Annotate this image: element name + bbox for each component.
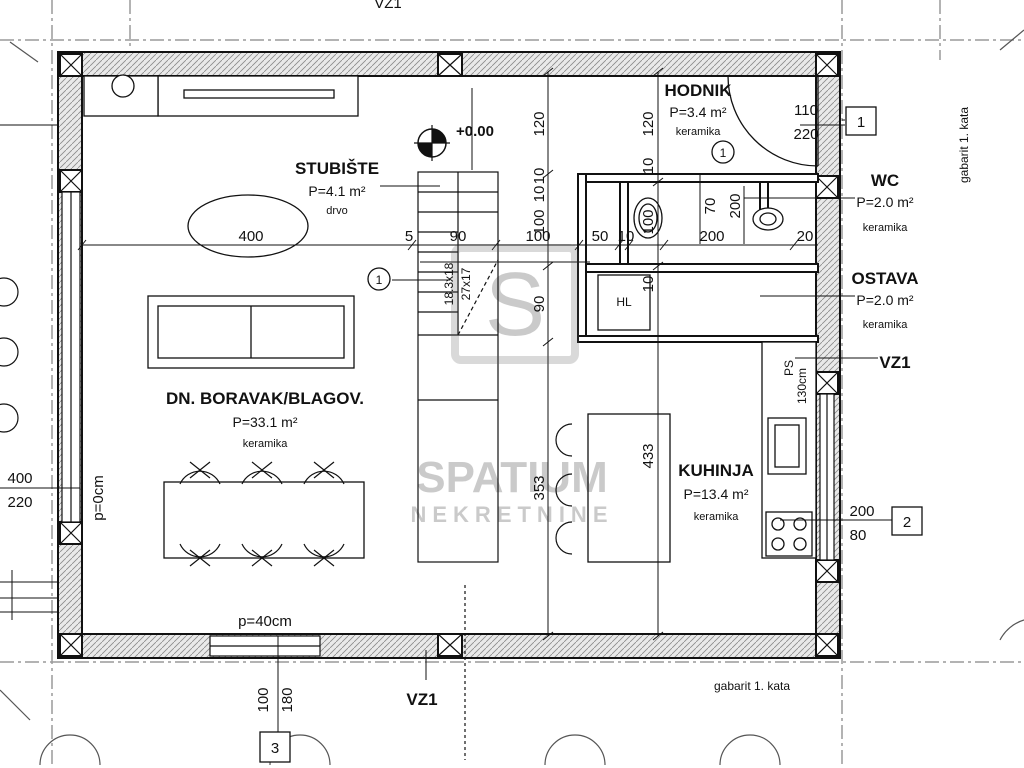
window-bottom-height: 180 — [279, 687, 296, 712]
box-1-label: 1 — [857, 114, 865, 131]
wc-name: WC — [871, 171, 899, 190]
dim-100-a: 100 — [525, 228, 550, 245]
dim-200-b: 200 — [727, 193, 744, 218]
dimension-lines — [0, 67, 898, 735]
hodnik-area: P=3.4 m² — [669, 104, 727, 120]
dim-120-a: 120 — [531, 111, 548, 136]
stubiste-name: STUBIŠTE — [295, 159, 379, 178]
level-origin-mark — [414, 125, 450, 161]
furniture — [83, 74, 817, 563]
markers-shapes — [259, 106, 923, 763]
dim-90-b: 90 — [531, 296, 548, 313]
sill-bottom: p=40cm — [238, 613, 292, 630]
window-right-height: 80 — [850, 527, 867, 544]
stair — [417, 171, 499, 760]
dim-353: 353 — [531, 475, 548, 500]
bar-stools — [555, 423, 573, 555]
dining-chair — [241, 543, 283, 567]
ps-label: PS — [782, 360, 796, 376]
ostava-finish: keramika — [863, 319, 909, 331]
windows — [61, 191, 835, 657]
wc-finish: keramika — [863, 222, 909, 234]
watermark-line1: SPATIUM — [416, 453, 607, 502]
dim-10-a: 10 — [618, 228, 635, 245]
dim-5: 5 — [405, 228, 413, 245]
stair-size-1: 18.3x18 — [442, 262, 456, 305]
boravak-area: P=33.1 m² — [233, 414, 298, 430]
dim-70: 70 — [702, 198, 719, 215]
dim-10-b: 10 — [531, 168, 548, 185]
window-left-height: 220 — [7, 494, 32, 511]
watermark: S SPATIUM NEKRETNINE — [410, 244, 613, 527]
bar-stool — [555, 521, 573, 555]
dining-chair — [241, 461, 283, 485]
dining-chair — [179, 461, 221, 485]
dim-90-stair: 90 — [450, 228, 467, 245]
dim-10-d: 10 — [640, 158, 657, 175]
grid-markers — [0, 29, 1024, 766]
cut-label-bottom: VZ1 — [406, 690, 437, 709]
watermark-logo-letter: S — [485, 255, 545, 355]
ps-height: 130cm — [795, 368, 809, 404]
boravak-name: DN. BORAVAK/BLAGOV. — [166, 389, 364, 408]
watermark-line2: NEKRETNINE — [410, 502, 613, 527]
dim-50: 50 — [592, 228, 609, 245]
door1-height: 220 — [793, 126, 818, 143]
hodnik-finish: keramika — [676, 126, 722, 138]
bar-stool — [555, 473, 573, 507]
stair-size-2: 27x17 — [459, 267, 473, 300]
stubiste-area: P=4.1 m² — [308, 183, 366, 199]
gabarit-right: gabarit 1. kata — [957, 107, 971, 183]
stair-marker-number: 1 — [376, 273, 383, 287]
kuhinja-area: P=13.4 m² — [684, 486, 749, 502]
ostava-area: P=2.0 m² — [856, 292, 914, 308]
top-cut-label: VZ1 — [374, 0, 402, 12]
wc-area: P=2.0 m² — [856, 194, 914, 210]
gabarit-bottom: gabarit 1. kata — [714, 679, 790, 693]
dim-20: 20 — [797, 228, 814, 245]
stubiste-finish: drvo — [326, 205, 347, 217]
hodnik-door — [727, 75, 819, 167]
column-crosses — [59, 53, 839, 657]
interior-walls — [577, 173, 819, 343]
dining-chair — [179, 543, 221, 567]
boravak-finish: keramika — [243, 438, 289, 450]
dining-chairs — [179, 461, 345, 567]
dim-10-c: 10 — [531, 186, 548, 203]
origin-level-label: +0.00 — [456, 123, 494, 140]
ostava-name: OSTAVA — [851, 269, 918, 288]
dim-400: 400 — [238, 228, 263, 245]
hodnik-name: HODNIK — [664, 81, 732, 100]
box-3-label: 3 — [271, 740, 279, 757]
dim-120-b: 120 — [640, 111, 657, 136]
kuhinja-finish: keramika — [694, 511, 740, 523]
sill-left: p=0cm — [90, 475, 107, 520]
dim-100-c: 100 — [531, 209, 548, 234]
cut-label-right: VZ1 — [879, 353, 910, 372]
hodnik-marker-number: 1 — [720, 146, 727, 160]
dining-chair — [303, 543, 345, 567]
box-2-label: 2 — [903, 514, 911, 531]
door1-width: 110 — [794, 102, 818, 119]
outdoor-chairs — [0, 277, 19, 433]
dim-433: 433 — [640, 443, 657, 468]
dim-200-a: 200 — [699, 228, 724, 245]
kuhinja-name: KUHINJA — [678, 461, 754, 480]
heater-label: HL — [616, 295, 632, 309]
dim-100-b: 100 — [640, 209, 657, 234]
dim-10-e: 10 — [640, 276, 657, 293]
dining-chair — [303, 461, 345, 485]
bar-stool — [555, 423, 573, 457]
window-right-width: 200 — [849, 503, 874, 520]
window-bottom-width: 100 — [255, 687, 272, 712]
window-left-width: 400 — [7, 470, 32, 487]
